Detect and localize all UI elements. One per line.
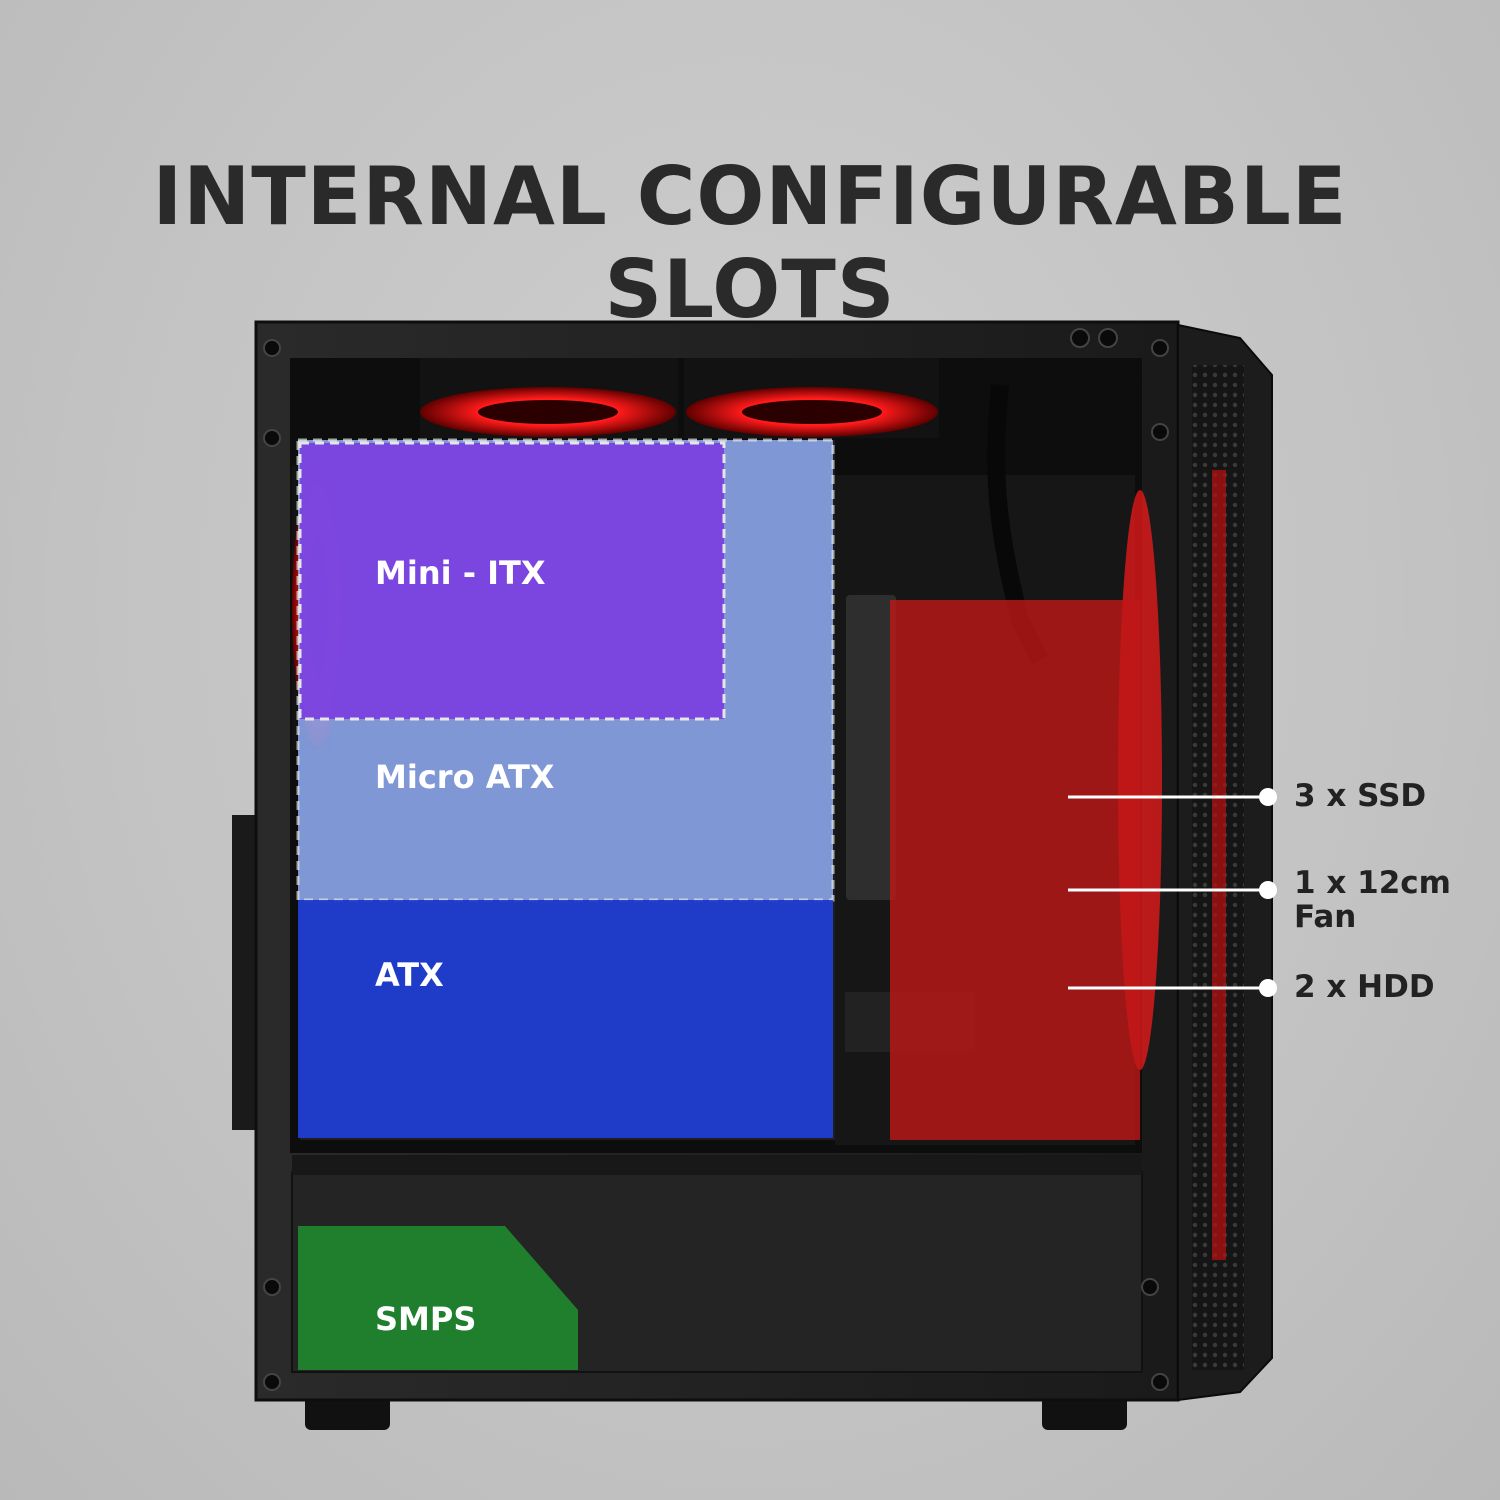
fan-label-line1: 1 x 12cm — [1294, 865, 1451, 901]
smps-label: SMPS — [375, 1300, 477, 1338]
case-foot-left — [305, 1395, 390, 1430]
atx-zone — [298, 900, 833, 1138]
ssd-label: 3 x SSD — [1294, 778, 1427, 814]
top-fan-right — [684, 358, 939, 438]
micro-atx-label: Micro ATX — [375, 758, 555, 796]
hdd-label: 2 x HDD — [1294, 969, 1435, 1005]
fan-callout-dot — [1259, 881, 1277, 899]
mini-itx-label: Mini - ITX — [375, 554, 546, 592]
fan-label-line2: Fan — [1294, 899, 1357, 935]
rear-io-bracket — [232, 815, 258, 1130]
callout-lines — [1068, 788, 1277, 997]
atx-label: ATX — [375, 956, 444, 994]
ssd-callout-dot — [1259, 788, 1277, 806]
drive-bracket — [846, 595, 896, 900]
psu-vent — [292, 1155, 1142, 1175]
top-fan-left — [420, 358, 678, 438]
drive-bay-zone — [890, 600, 1140, 1140]
hdd-callout-dot — [1259, 979, 1277, 997]
smps-zone — [298, 1226, 578, 1370]
case-screws — [263, 328, 1169, 1391]
case-foot-right — [1042, 1395, 1127, 1430]
mini-itx-zone — [300, 443, 724, 719]
page-title: INTERNAL CONFIGURABLE SLOTS — [152, 150, 1348, 336]
front-led-strip — [1212, 470, 1226, 1260]
fan-label: 1 x 12cm Fan — [1294, 866, 1451, 934]
mini-itx-outline — [298, 441, 726, 721]
